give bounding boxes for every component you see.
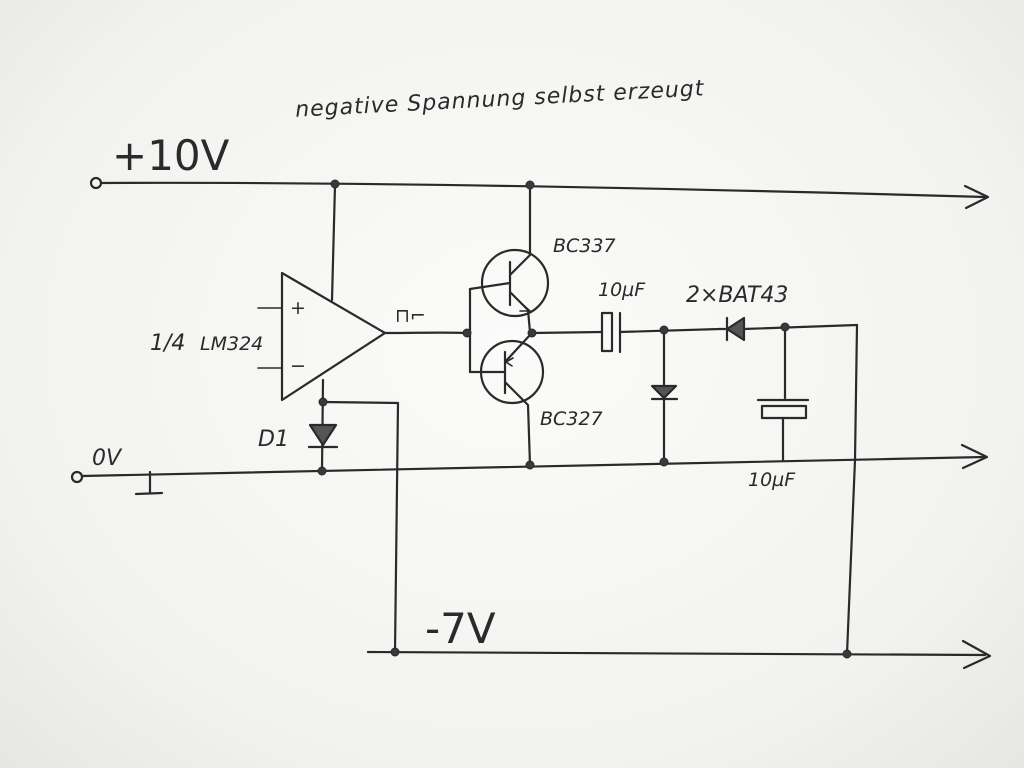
opamp-plus-label: + [290,297,306,319]
opamp-minus-label: − [290,355,306,377]
opamp-fraction-label: 1/4 [150,331,185,356]
capacitor-series-10uf: 10µF [530,279,722,354]
diode-bat43: 2×BAT43 [686,283,859,342]
schematic-title: negative Spannung selbst erzeugt [295,76,706,122]
opamp-part-label: LM324 [200,333,263,355]
capacitor-shunt-10uf: 10µF [748,325,810,491]
label-bc327: BC327 [540,408,603,430]
rail-minus-7v: -7V [366,604,992,670]
label-d1: D1 [258,427,289,452]
label-plus-10v: +10V [112,131,230,180]
label-bat43: 2×BAT43 [686,283,788,308]
rail-plus-10v: +10V [89,131,990,210]
square-wave-label: ⊓⌐ [395,305,426,327]
label-bc337: BC337 [553,235,616,257]
diode-shunt [650,328,679,464]
label-0v: 0V [92,446,123,471]
rail-0v: 0V [70,443,989,496]
transistor-bc337: BC337 [468,183,616,334]
junction-dots [317,179,852,659]
label-cap-series: 10µF [598,279,646,301]
output-wire [845,323,859,656]
transistor-bc327: BC327 [468,333,603,467]
diode-d1: D1 [258,378,400,654]
opamp-lm324: + − 1/4 LM324 ⊓⌐ [150,183,469,402]
label-minus-7v: -7V [425,604,496,653]
label-cap-shunt: 10µF [748,469,796,491]
